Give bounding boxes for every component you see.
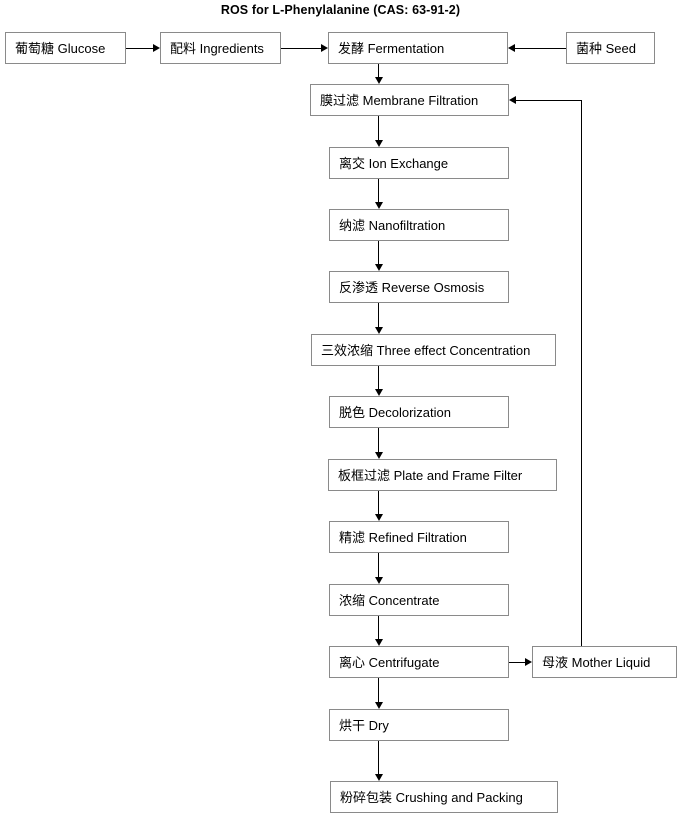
edge-fermentation-to-membrane: [378, 64, 379, 77]
node-refined-filtration[interactable]: 精滤 Refined Filtration: [329, 521, 509, 553]
arrow-down-icon-decolorization-to-plate-frame: [375, 452, 383, 459]
node-crushing-and-packing-label: 粉碎包装 Crushing and Packing: [340, 789, 523, 805]
edge-ion-exchange-to-nanofiltration: [378, 179, 379, 202]
arrow-down-icon-three-effect-to-decolorization: [375, 389, 383, 396]
node-concentrate[interactable]: 浓缩 Concentrate: [329, 584, 509, 616]
arrow-down-icon-reverse-osmosis-to-three-effect: [375, 327, 383, 334]
edge-decolorization-to-plate-frame: [378, 428, 379, 452]
node-centrifugate-label: 离心 Centrifugate: [339, 654, 440, 670]
node-mother-liquid-label: 母液 Mother Liquid: [542, 654, 651, 670]
edge-plate-frame-to-refined: [378, 491, 379, 514]
node-dry[interactable]: 烘干 Dry: [329, 709, 509, 741]
node-reverse-osmosis[interactable]: 反渗透 Reverse Osmosis: [329, 271, 509, 303]
arrow-down-icon-concentrate-to-centrifugate: [375, 639, 383, 646]
arrow-left-icon-mother-liquid-recycle: [509, 96, 516, 104]
arrow-down-icon-plate-frame-to-refined: [375, 514, 383, 521]
node-reverse-osmosis-label: 反渗透 Reverse Osmosis: [339, 279, 485, 295]
edge-centrifugate-to-mother-liquid: [509, 662, 525, 663]
node-plate-and-frame-filter[interactable]: 板框过滤 Plate and Frame Filter: [328, 459, 557, 491]
arrow-down-icon-nanofiltration-to-reverse-osmosis: [375, 264, 383, 271]
node-refined-filtration-label: 精滤 Refined Filtration: [339, 529, 467, 545]
node-mother-liquid[interactable]: 母液 Mother Liquid: [532, 646, 677, 678]
node-membrane-filtration-label: 膜过滤 Membrane Filtration: [320, 92, 479, 108]
node-plate-and-frame-filter-label: 板框过滤 Plate and Frame Filter: [338, 467, 523, 483]
arrow-down-icon-ion-exchange-to-nanofiltration: [375, 202, 383, 209]
node-membrane-filtration[interactable]: 膜过滤 Membrane Filtration: [310, 84, 509, 116]
node-glucose-label: 葡萄糖 Glucose: [15, 40, 106, 56]
node-decolorization[interactable]: 脱色 Decolorization: [329, 396, 509, 428]
arrow-down-icon-membrane-to-ion-exchange: [375, 140, 383, 147]
arrow-right-icon-centrifugate-to-mother-liquid: [525, 658, 532, 666]
arrow-left-icon-seed-to-fermentation: [508, 44, 515, 52]
node-ion-exchange-label: 离交 Ion Exchange: [339, 155, 449, 171]
node-fermentation-label: 发酵 Fermentation: [338, 40, 445, 56]
node-dry-label: 烘干 Dry: [339, 717, 389, 733]
edge-membrane-to-ion-exchange: [378, 116, 379, 140]
page-title: ROS for L-Phenylalanine (CAS: 63-91-2): [220, 3, 461, 17]
arrow-right-icon-glucose-to-ingredients: [153, 44, 160, 52]
edge-centrifugate-to-dry: [378, 678, 379, 702]
node-three-effect-concentration[interactable]: 三效浓缩 Three effect Concentration: [311, 334, 556, 366]
node-three-effect-concentration-label: 三效浓缩 Three effect Concentration: [321, 342, 531, 358]
node-decolorization-label: 脱色 Decolorization: [339, 404, 451, 420]
edge-glucose-to-ingredients: [126, 48, 153, 49]
node-ion-exchange[interactable]: 离交 Ion Exchange: [329, 147, 509, 179]
arrow-down-icon-centrifugate-to-dry: [375, 702, 383, 709]
edge-concentrate-to-centrifugate: [378, 616, 379, 639]
arrow-right-icon-ingredients-to-fermentation: [321, 44, 328, 52]
node-seed-label: 菌种 Seed: [576, 40, 636, 56]
node-nanofiltration[interactable]: 纳滤 Nanofiltration: [329, 209, 509, 241]
node-concentrate-label: 浓缩 Concentrate: [339, 592, 440, 608]
arrow-down-icon-fermentation-to-membrane: [375, 77, 383, 84]
node-ingredients[interactable]: 配料 Ingredients: [160, 32, 281, 64]
edge-ingredients-to-fermentation: [281, 48, 321, 49]
edge-reverse-osmosis-to-three-effect: [378, 303, 379, 327]
edge-three-effect-to-decolorization: [378, 366, 379, 389]
edge-nanofiltration-to-reverse-osmosis: [378, 241, 379, 264]
node-ingredients-label: 配料 Ingredients: [170, 40, 264, 56]
edge-seed-to-fermentation: [515, 48, 566, 49]
node-nanofiltration-label: 纳滤 Nanofiltration: [339, 217, 446, 233]
edge-mother-liquid-recycle-horizontal: [516, 100, 582, 101]
edge-mother-liquid-recycle-vertical: [581, 100, 582, 646]
node-centrifugate[interactable]: 离心 Centrifugate: [329, 646, 509, 678]
node-seed[interactable]: 菌种 Seed: [566, 32, 655, 64]
arrow-down-icon-dry-to-packing: [375, 774, 383, 781]
edge-dry-to-packing: [378, 741, 379, 774]
edge-refined-to-concentrate: [378, 553, 379, 577]
arrow-down-icon-refined-to-concentrate: [375, 577, 383, 584]
node-crushing-and-packing[interactable]: 粉碎包装 Crushing and Packing: [330, 781, 558, 813]
node-fermentation[interactable]: 发酵 Fermentation: [328, 32, 508, 64]
node-glucose[interactable]: 葡萄糖 Glucose: [5, 32, 126, 64]
